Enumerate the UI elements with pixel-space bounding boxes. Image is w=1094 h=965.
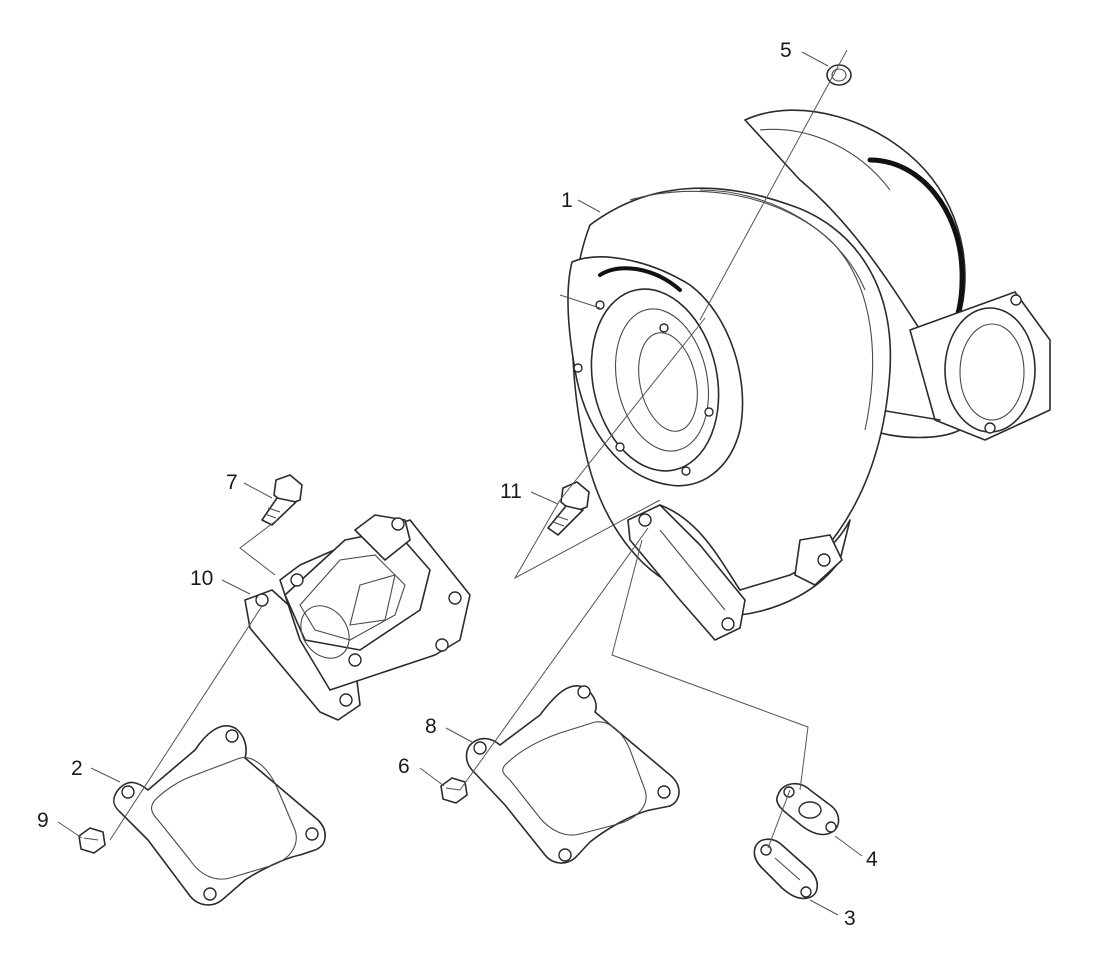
gasket-left (112, 725, 326, 906)
bolt-upper-left (261, 474, 303, 526)
nut-middle (440, 777, 468, 804)
callout-10: 10 (190, 567, 213, 590)
callout-5: 5 (780, 39, 792, 62)
callout-11: 11 (500, 480, 522, 503)
oil-gasket-lower (753, 838, 819, 900)
callout-leaders (57, 51, 863, 916)
exhaust-adapter-flange (244, 514, 471, 721)
callout-8: 8 (425, 715, 437, 738)
o-ring (826, 64, 852, 86)
assembly-lines (109, 49, 848, 849)
callout-4: 4 (866, 848, 878, 871)
callout-labels: 1 2 3 4 5 6 7 8 9 10 11 (37, 39, 878, 930)
callout-6: 6 (398, 755, 410, 778)
callout-9: 9 (37, 809, 49, 832)
callout-2: 2 (71, 757, 83, 780)
callout-3: 3 (844, 907, 856, 930)
nut-left (78, 827, 106, 854)
oil-gasket-upper (776, 782, 840, 836)
gasket-middle (465, 685, 680, 864)
callout-1: 1 (561, 189, 573, 212)
turbocharger-assembly (567, 109, 1051, 641)
callout-7: 7 (226, 471, 238, 494)
